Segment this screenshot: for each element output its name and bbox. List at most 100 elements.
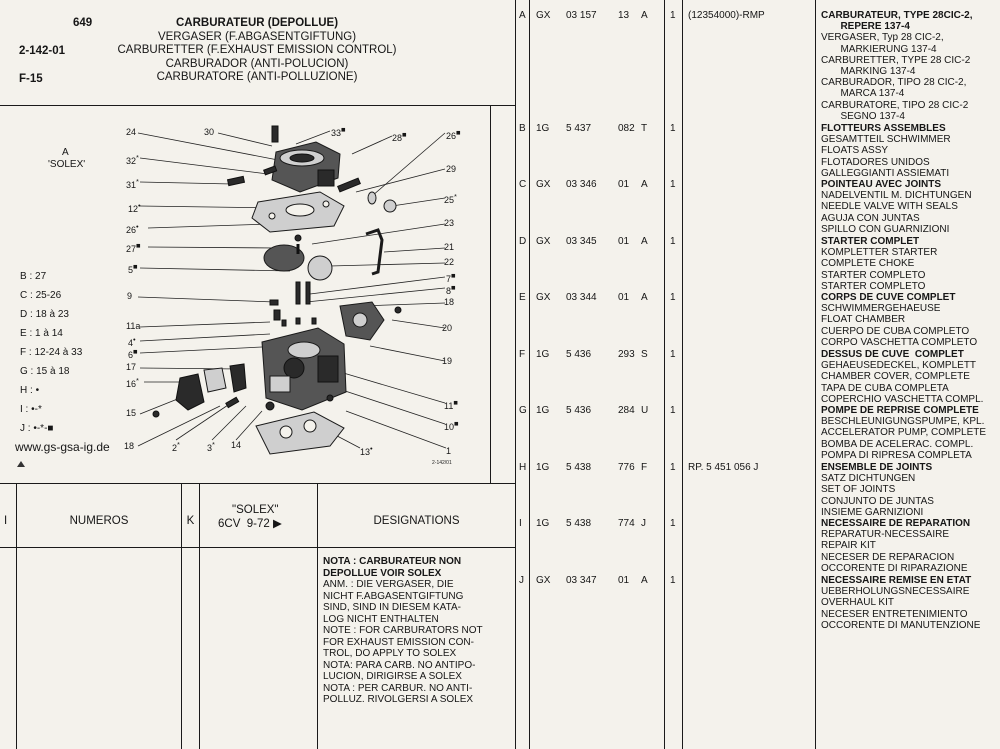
nota-line: SIND, SIND IN DIESEM KATA- xyxy=(323,602,461,613)
designation-line: REPERE 137-4 xyxy=(821,21,910,33)
row-ref: C xyxy=(519,179,527,190)
nota-line: NOTA : PER CARBUR. NO ANTI- xyxy=(323,682,473,694)
designation-line: SATZ DICHTUNGEN xyxy=(821,473,916,485)
callout-label: 16* xyxy=(126,376,139,389)
page-number: 649 xyxy=(73,17,93,29)
callout-label: 19 xyxy=(442,356,453,366)
designation-line: NECESSAIRE DE REPARATION xyxy=(821,518,971,529)
row-index: A xyxy=(641,10,648,21)
row-index: F xyxy=(641,462,648,473)
designation-line: CORPS DE CUVE COMPLET xyxy=(821,292,956,303)
row-number: 03 345 xyxy=(566,236,597,247)
legend-item: I : •-* xyxy=(20,404,42,415)
designation-line: NECESSAIRE REMISE EN ETAT xyxy=(821,575,972,586)
designation-line: INSIEME GARNIZIONI xyxy=(821,506,924,518)
designation-line: CHAMBER COVER, COMPLETE xyxy=(821,371,970,383)
designation-line: SET OF JOINTS xyxy=(821,484,896,496)
designation-line: GALLEGGIANTI ASSIEMATI xyxy=(821,167,950,179)
row-ref: F xyxy=(519,349,526,360)
designation-line: COPERCHIO VASCHETTA COMPL. xyxy=(821,393,984,405)
designation-line: DESSUS DE CUVE COMPLET xyxy=(821,349,964,360)
callout-label: 10■ xyxy=(444,419,459,432)
choke-bracket xyxy=(365,228,384,276)
designation-line: ACCELERATOR PUMP, COMPLETE xyxy=(821,427,987,439)
legend-item: J : •-*-■ xyxy=(20,423,54,434)
row-prefix: 1G xyxy=(536,518,550,529)
designation-line: SCHWIMMERGEHAEUSE xyxy=(821,303,941,315)
row-quantity: 1 xyxy=(670,349,676,360)
row-quantity: 1 xyxy=(670,179,676,190)
callout-label: 11■ xyxy=(444,398,458,411)
designation-line: CORPO VASCHETTA COMPLETO xyxy=(821,336,978,348)
row-suffix: 01 xyxy=(618,292,630,303)
legend-item: H : • xyxy=(20,385,40,396)
figure-ref-name: 'SOLEX' xyxy=(48,159,86,170)
designation-line: REPAIR KIT xyxy=(821,540,876,552)
callout-label: 2* xyxy=(172,440,180,453)
designation-line: FLOAT CHAMBER xyxy=(821,314,906,326)
designation-line: VERGASER, Typ 28 CIC-2, xyxy=(821,32,944,44)
row-suffix: 082 xyxy=(618,123,635,134)
designation-line: CARBURATORE, TIPO 28 CIC-2 xyxy=(821,99,969,111)
row-index: J xyxy=(641,518,646,529)
designation-line: MARKING 137-4 xyxy=(821,65,916,77)
designation-line: TAPA DE CUBA COMPLETA xyxy=(821,382,949,394)
callout-label: 3* xyxy=(207,440,215,453)
col-header-numeros: NUMEROS xyxy=(69,515,129,527)
designation-line: GEHAEUSEDECKEL, KOMPLETT xyxy=(821,360,977,372)
designation-line: MARCA 137-4 xyxy=(821,88,905,100)
callout-label: 27■ xyxy=(126,241,141,254)
row-prefix: GX xyxy=(536,575,551,586)
row-number: 5 437 xyxy=(566,123,592,134)
callout-label: 28■ xyxy=(392,130,407,143)
designation-line: CONJUNTO DE JUNTAS xyxy=(821,495,934,507)
col-header-k: K xyxy=(186,515,195,527)
nota-line: LOG NICHT ENTHALTEN xyxy=(323,613,439,625)
row-ref: G xyxy=(519,405,527,416)
designation-line: CARBURADOR, TIPO 28 CIC-2, xyxy=(821,77,967,89)
row-prefix: 1G xyxy=(536,123,550,134)
callout-label: 18 xyxy=(124,441,135,451)
float-chamber-body xyxy=(261,327,347,411)
col-divider xyxy=(515,0,516,749)
row-note: RP. 5 451 056 J xyxy=(688,462,759,473)
callout-label: 18 xyxy=(444,297,455,307)
row-suffix: 13 xyxy=(618,10,630,21)
row-index: U xyxy=(641,405,649,416)
drawing-number: 2-142/01 xyxy=(432,460,452,466)
nota-line: LUCION, DIRIGIRSE A SOLEX xyxy=(323,671,462,682)
designation-line: CARBURATEUR, TYPE 28CIC-2, xyxy=(821,10,973,21)
row-ref: E xyxy=(519,292,526,303)
row-index: A xyxy=(641,292,648,303)
row-index: T xyxy=(641,123,648,134)
callout-label: 24 xyxy=(126,127,137,137)
row-note: (12354000)-RMP xyxy=(688,10,765,21)
figure-ref: A xyxy=(62,147,69,158)
nota-line: NOTA: PARA CARB. NO ANTIPO- xyxy=(323,659,476,671)
callout-label: 26• xyxy=(126,222,139,235)
row-ref: A xyxy=(519,10,526,21)
col-header-i: I xyxy=(4,515,8,527)
row-suffix: 01 xyxy=(618,575,630,586)
row-number: 5 436 xyxy=(566,349,592,360)
nota-block: NOTA : CARBURATEUR NON DEPOLLUE VOIR SOL… xyxy=(323,556,483,706)
row-suffix: 774 xyxy=(618,518,635,529)
designation-line: COMPLETE CHOKE xyxy=(821,258,915,270)
col-divider xyxy=(664,0,665,749)
row-number: 03 346 xyxy=(566,179,597,190)
legend-item: C : 25-26 xyxy=(20,290,62,301)
designation-line: POMPA DI RIPRESA COMPLETA xyxy=(821,449,972,461)
base-gasket xyxy=(255,411,345,455)
callout-label: 31* xyxy=(126,177,139,190)
nota-line: NOTA : CARBURATEUR NON xyxy=(323,556,462,567)
legend-item: E : 1 à 14 xyxy=(20,328,63,339)
col-header-solex: "SOLEX" xyxy=(232,504,279,516)
